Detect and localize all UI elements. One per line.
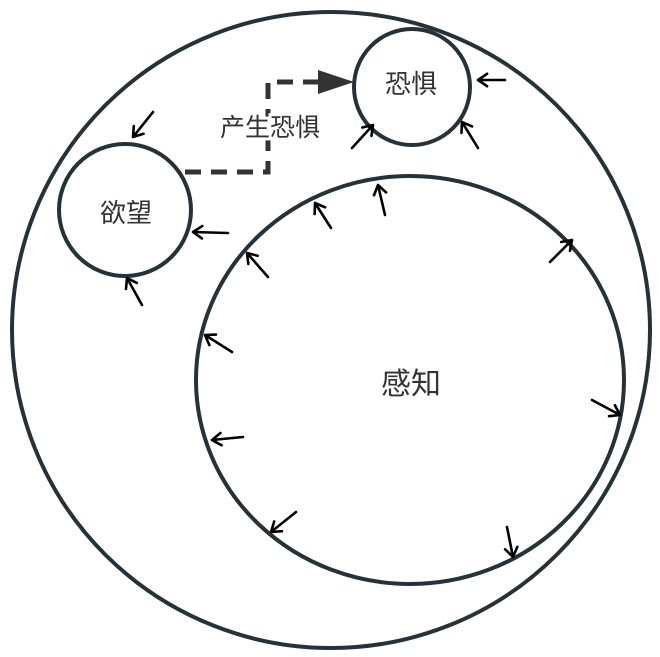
fear-label: 恐惧 [385, 70, 437, 100]
small-arrow-icon [124, 276, 144, 307]
fear-circle [352, 27, 472, 147]
small-arrow-icon [245, 251, 270, 279]
connector-arrowhead-icon [318, 70, 354, 94]
small-arrow-icon [503, 525, 519, 559]
small-arrow-icon [313, 201, 333, 230]
small-arrow-icon [269, 510, 298, 534]
small-arrow-icon [460, 120, 480, 150]
desire-circle [57, 142, 193, 278]
small-arrow-icon [476, 72, 507, 88]
desire-label: 欲望 [100, 199, 152, 229]
edge-label: 产生恐惧 [220, 113, 320, 142]
small-arrow-icon [203, 333, 234, 354]
small-arrow-icon [191, 224, 230, 240]
small-arrow-icon [210, 431, 245, 447]
small-arrow-icon [131, 110, 155, 139]
small-arrow-icon [590, 398, 622, 418]
small-arrow-icon [372, 183, 388, 217]
desire-to-fear-dashed-connector [185, 79, 326, 175]
outer-boundary-circle [10, 10, 652, 650]
perception-circle [194, 174, 626, 586]
small-arrow-icon [548, 238, 574, 264]
perception-label: 感知 [381, 367, 441, 402]
small-arrow-icon [350, 123, 375, 150]
